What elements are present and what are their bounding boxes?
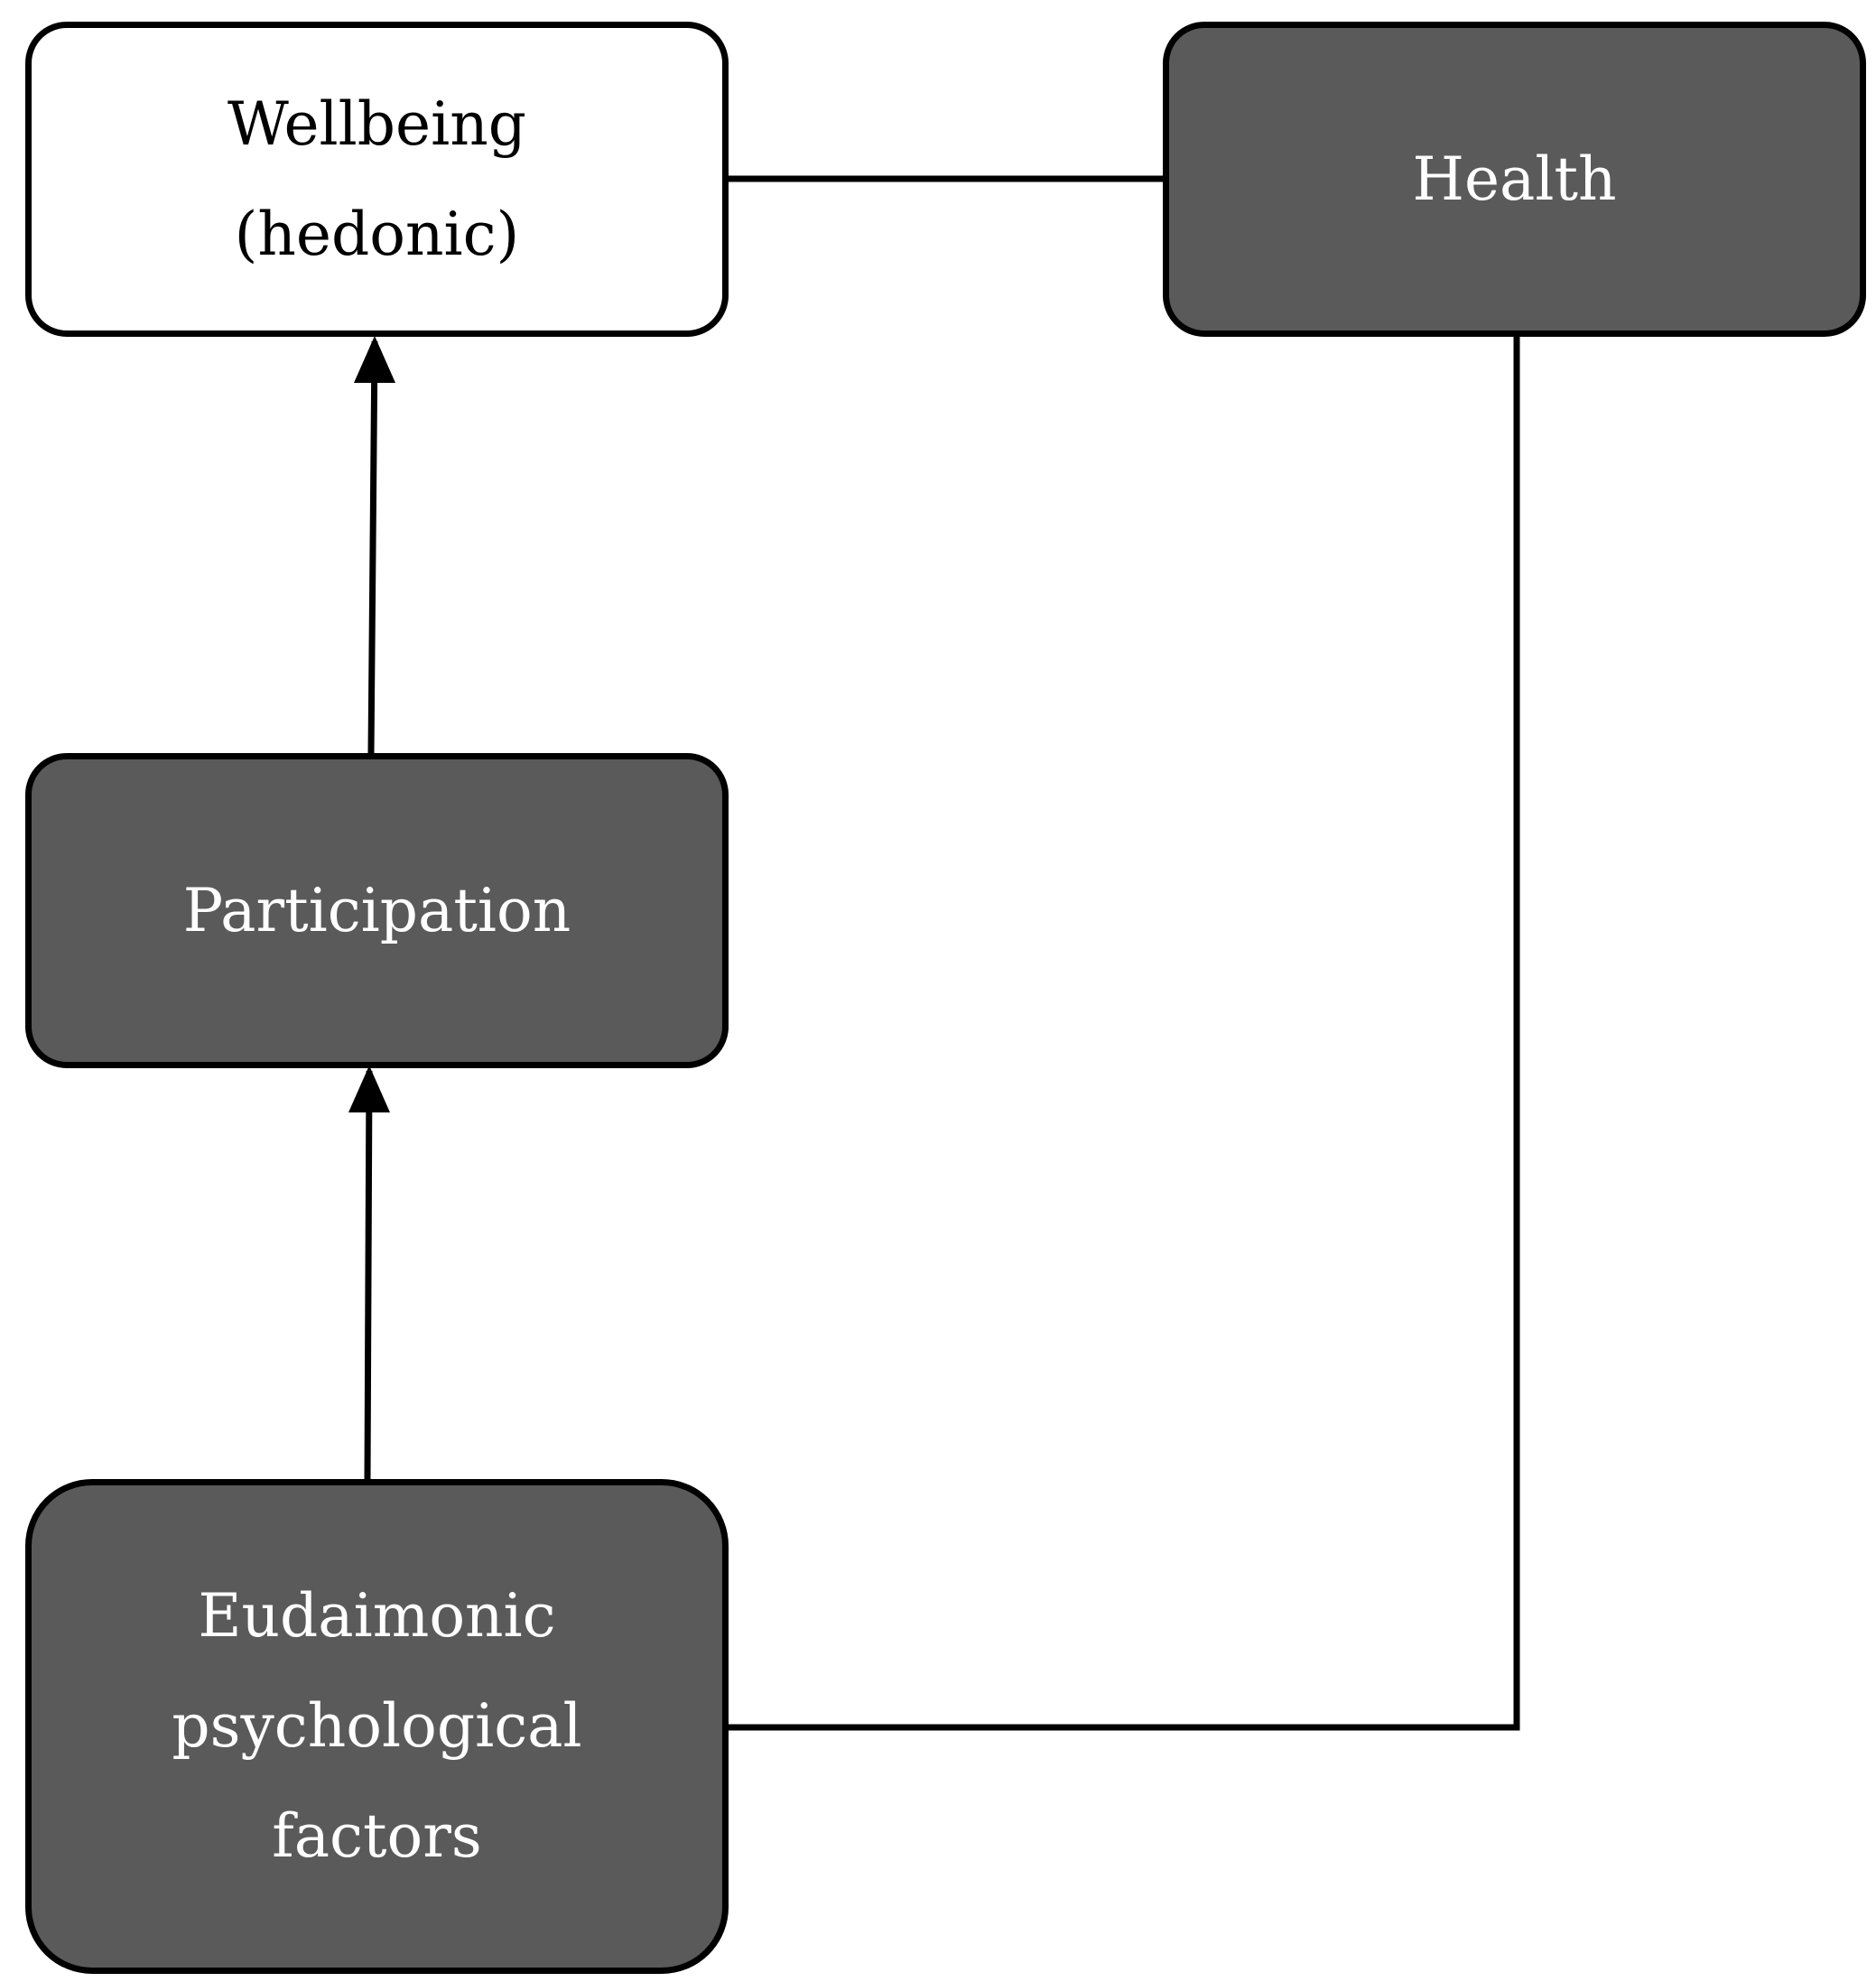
- node-wellbeing: Wellbeing (hedonic): [25, 22, 729, 337]
- node-eudaimonic: Eudaimonic psychological factors: [25, 1479, 729, 1974]
- edge-eudaimonic-to-participation: [364, 1070, 373, 1480]
- node-participation-label: Participation: [182, 875, 571, 945]
- node-participation: Participation: [25, 753, 729, 1068]
- arrowhead-wellbeing: [354, 336, 395, 383]
- edge-participation-to-wellbeing: [367, 340, 378, 754]
- node-wellbeing-line-2: (hedonic): [234, 199, 520, 269]
- node-eudaimonic-line-1: Eudaimonic: [198, 1581, 556, 1651]
- node-eudaimonic-line-3: factors: [272, 1801, 482, 1871]
- node-health-label: Health: [1412, 144, 1617, 214]
- edge-health-eudaimonic: [729, 337, 1520, 1731]
- node-eudaimonic-line-2: psychological: [172, 1691, 582, 1761]
- node-wellbeing-line-1: Wellbeing: [228, 88, 526, 159]
- node-health: Health: [1163, 22, 1866, 337]
- arrowhead-participation: [348, 1065, 390, 1112]
